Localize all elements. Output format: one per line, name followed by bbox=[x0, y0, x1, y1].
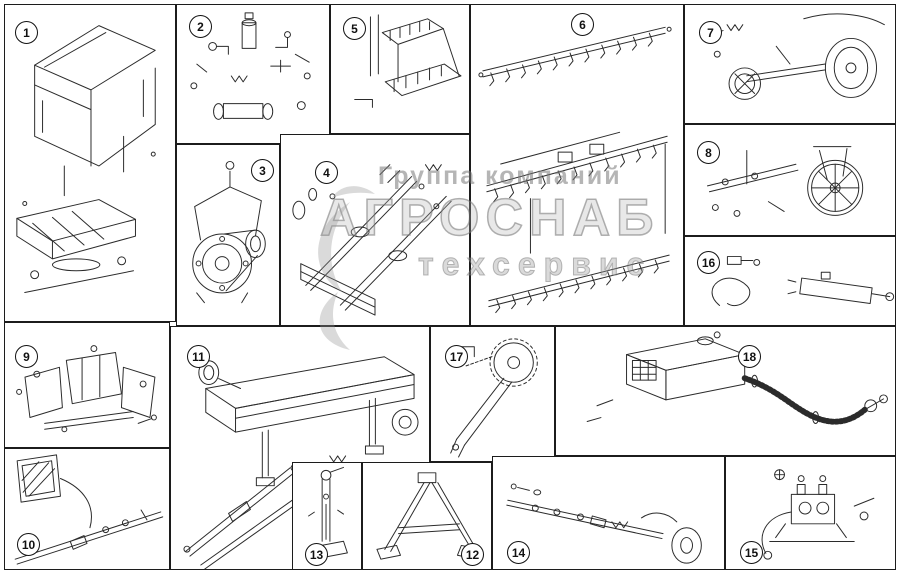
main-beam-drawing bbox=[183, 356, 419, 569]
panel-15-number: 15 bbox=[740, 541, 763, 564]
panel-5-number: 5 bbox=[343, 17, 366, 40]
sprocket-arm-drawing bbox=[450, 338, 538, 458]
panel-3[interactable]: 3 bbox=[176, 144, 280, 326]
panel-16-number: 16 bbox=[697, 251, 720, 274]
panel-4-number: 4 bbox=[315, 161, 338, 184]
panel-6-number: 6 bbox=[571, 13, 594, 36]
panel-10[interactable]: 10 bbox=[4, 448, 170, 570]
gauge-wheel-drawing bbox=[702, 13, 885, 100]
panel-18[interactable]: 18 bbox=[555, 326, 896, 456]
panel-4[interactable]: 4 bbox=[280, 134, 470, 326]
hitch-bracket-drawing bbox=[16, 345, 157, 433]
panel-2[interactable]: 2 bbox=[176, 4, 330, 144]
panel-1[interactable]: 1 bbox=[4, 4, 176, 322]
panel-14-number: 14 bbox=[507, 541, 530, 564]
panel-5[interactable]: 5 bbox=[330, 4, 470, 134]
panel-16[interactable]: 16 bbox=[684, 236, 896, 326]
panel-18-number: 18 bbox=[738, 345, 761, 368]
jack-stand-drawing bbox=[308, 466, 348, 560]
axle-disc-drawing bbox=[506, 483, 702, 564]
panel-3-number: 3 bbox=[251, 159, 274, 182]
panel-11-number: 11 bbox=[187, 345, 210, 368]
panel-9-number: 9 bbox=[15, 345, 38, 368]
tine-toolbar-drawing bbox=[478, 26, 672, 314]
tank-hose-drawing bbox=[586, 331, 888, 425]
panel-2-number: 2 bbox=[189, 15, 212, 38]
panel-10-number: 10 bbox=[17, 533, 40, 556]
panel-8[interactable]: 8 bbox=[684, 124, 896, 236]
platform-steps-drawing bbox=[354, 14, 462, 108]
warning-plate-drawbar-drawing bbox=[14, 454, 164, 565]
gearbox-drawing bbox=[192, 160, 266, 304]
panel-7[interactable]: 7 bbox=[684, 4, 896, 124]
caster-wheel-drawing bbox=[707, 146, 864, 217]
pump-unit-drawing bbox=[761, 469, 875, 560]
panel-13[interactable]: 13 bbox=[292, 462, 362, 570]
panel-14[interactable]: 14 bbox=[492, 456, 725, 570]
a-frame-stand-drawing bbox=[376, 472, 482, 560]
fittings-drawing bbox=[190, 12, 311, 120]
hopper-assembly-drawing bbox=[16, 25, 156, 293]
panel-6[interactable]: 6 bbox=[470, 4, 684, 326]
panel-12[interactable]: 12 bbox=[362, 462, 492, 570]
panel-17-number: 17 bbox=[445, 345, 468, 368]
panel-12-number: 12 bbox=[461, 543, 484, 566]
hydraulic-cylinder-drawing bbox=[707, 256, 895, 306]
panel-15[interactable]: 15 bbox=[725, 456, 896, 570]
panel-13-number: 13 bbox=[305, 543, 328, 566]
panel-9[interactable]: 9 bbox=[4, 322, 170, 448]
panel-7-number: 7 bbox=[699, 21, 722, 44]
panel-1-number: 1 bbox=[15, 21, 38, 44]
frame-tubes-drawing bbox=[292, 164, 452, 316]
panel-8-number: 8 bbox=[697, 141, 720, 164]
panel-17[interactable]: 17 bbox=[430, 326, 555, 462]
